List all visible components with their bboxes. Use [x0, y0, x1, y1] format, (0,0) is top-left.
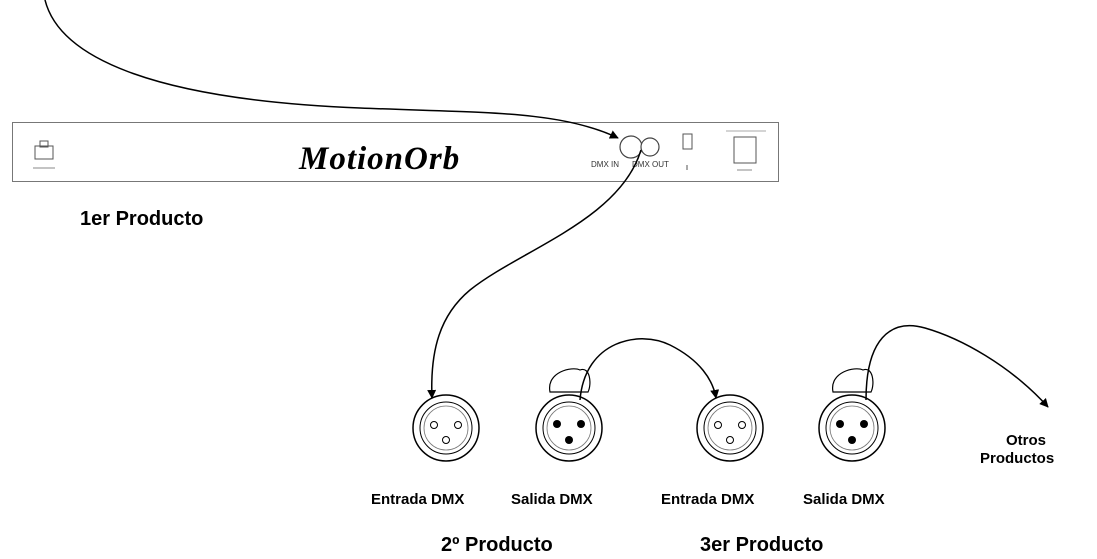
switch-icon [682, 133, 693, 170]
fuse-socket-icon [726, 130, 766, 171]
other-products-label-line1: Otros [1006, 432, 1047, 449]
other-products-label-line2: Productos [980, 450, 1055, 467]
dmx-out-label: DMX OUT [632, 160, 669, 169]
dmx-in-label: DMX IN [591, 160, 619, 169]
third-product-label: 3er Producto [700, 534, 824, 556]
input-2-label: Entrada DMX [661, 491, 755, 508]
output-2-label: Salida DMX [803, 491, 885, 508]
power-socket-icon [33, 140, 55, 169]
input-cable-arrow [44, 0, 619, 139]
input-1-label: Entrada DMX [371, 491, 465, 508]
cable-to-other-products [865, 324, 1049, 408]
xlr-male-output-2 [818, 368, 886, 462]
first-product-label: 1er Producto [80, 208, 204, 230]
second-product-label: 2º Producto [441, 534, 553, 556]
xlr-female-input-1 [412, 394, 480, 462]
dmx-out-port-icon [640, 137, 660, 157]
xlr-female-input-2 [696, 394, 764, 462]
xlr-male-output-1 [535, 368, 603, 462]
output-1-label: Salida DMX [511, 491, 593, 508]
cable-to-third-product [579, 338, 720, 401]
motion-orb-logo: MotionOrb [299, 141, 461, 177]
cable-to-second-product [427, 149, 642, 399]
